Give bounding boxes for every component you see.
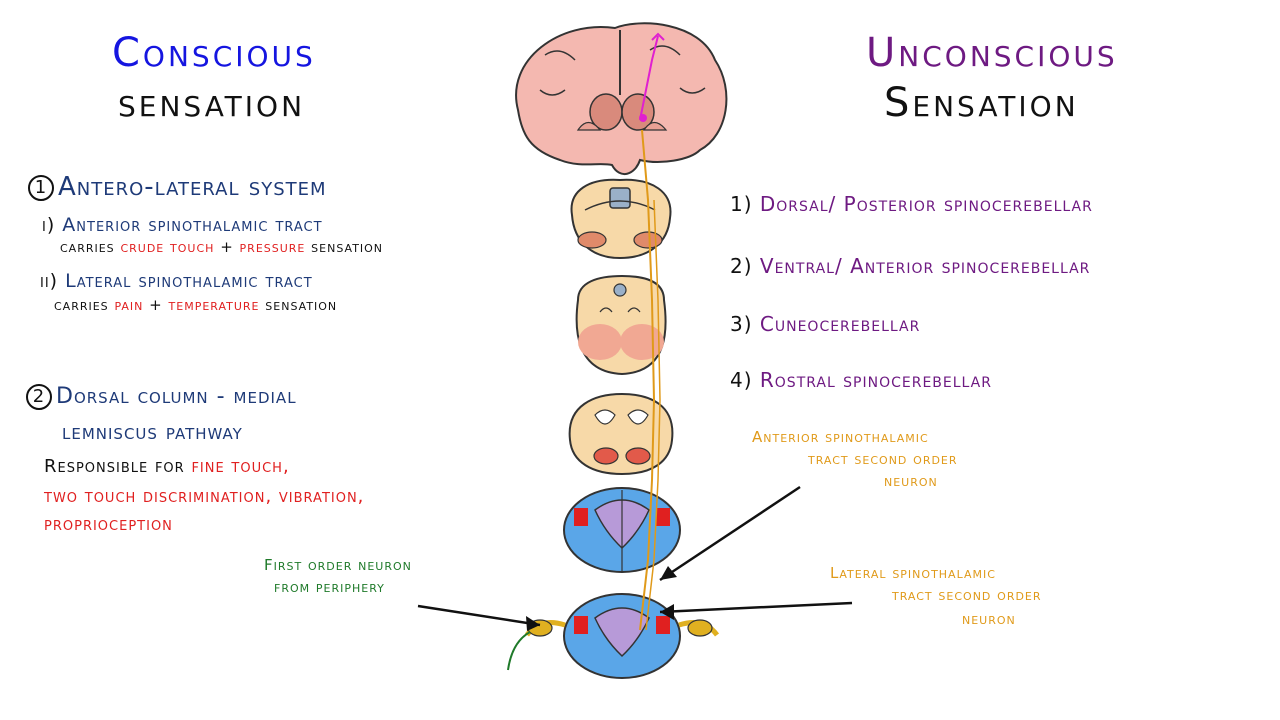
proprioception: proprioception (44, 514, 173, 535)
carries-2: carries (54, 296, 109, 314)
system1-title: Antero-lateral system (58, 172, 327, 202)
item-2-label: Ventral/ Anterior spinocerebellar (759, 254, 1091, 278)
conscious-title: Conscious (112, 30, 316, 76)
lateral-label-line3: neuron (962, 610, 1016, 628)
pain: pain (114, 296, 144, 314)
arrow-anterior-second-order (659, 485, 801, 582)
arrow-lateral-second-order (659, 601, 853, 620)
sensation-1: sensation (311, 238, 384, 256)
tract-ii-prefix: ii) (40, 270, 59, 292)
tract-ii-label: Lateral spinothalamic tract (65, 270, 313, 292)
system2-title-line1: Dorsal column - medial (56, 384, 297, 409)
temperature: temperature (168, 296, 260, 314)
system2-number: 2 (26, 384, 52, 410)
spinal-cord-section-lower (507, 593, 720, 679)
tract-ii-carries: carries pain + temperature sensation (54, 296, 337, 314)
ascending-tract-2 (645, 199, 661, 631)
system2-title-line2: lemniscus pathway (62, 420, 243, 445)
item-1-num: 1) (730, 192, 753, 216)
brain-coronal-section (515, 22, 728, 175)
crude-touch: crude touch (120, 238, 215, 256)
tract-i-label: Anterior spinothalamic tract (62, 214, 323, 236)
item-2-num: 2) (730, 254, 753, 278)
arrow-first-order (417, 604, 541, 631)
plus-1: + (220, 238, 234, 256)
two-touch-discrimination: two touch discrimination, (44, 486, 273, 507)
tract-i-carries: carries crude touch + pressure sensation (60, 238, 383, 256)
conscious-subtitle: sensation (118, 80, 306, 126)
midbrain-section (570, 178, 672, 260)
sensation-2: sensation (265, 296, 338, 314)
item-4-num: 4) (730, 368, 753, 392)
plus-2: + (149, 296, 163, 314)
pressure: pressure (239, 238, 306, 256)
unconscious-item-1: 1) Dorsal/ Posterior spinocerebellar (730, 192, 1093, 216)
carries-1: carries (60, 238, 115, 256)
first-order-label-line1: First order neuron (264, 556, 412, 574)
system2-responsible: Responsible for fine touch, (44, 456, 290, 477)
unconscious-item-4: 4) Rostral spinocerebellar (730, 368, 992, 392)
system2-items: two touch discrimination, vibration, (44, 486, 364, 507)
unconscious-item-2: 2) Ventral/ Anterior spinocerebellar (730, 254, 1090, 278)
unconscious-item-3: 3) Cuneocerebellar (730, 312, 920, 336)
lateral-label-line1: Lateral spinothalamic (830, 564, 996, 582)
responsible-for: Responsible for (44, 456, 185, 477)
item-3-label: Cuneocerebellar (759, 312, 921, 336)
system1-number: 1 (28, 174, 54, 201)
item-1-label: Dorsal/ Posterior spinocerebellar (759, 192, 1093, 216)
ascending-tract (639, 129, 656, 631)
tract-i-prefix: i) (42, 214, 56, 236)
first-order-label-line2: from periphery (274, 578, 385, 596)
vibration: vibration, (278, 486, 365, 507)
item-3-num: 3) (730, 312, 753, 336)
unconscious-subtitle: Sensation (884, 80, 1079, 126)
unconscious-title: Unconscious (866, 30, 1118, 76)
fine-touch: fine touch, (191, 456, 290, 477)
item-4-label: Rostral spinocerebellar (759, 368, 992, 392)
anterior-label-line1: Anterior spinothalamic (752, 428, 929, 446)
anterior-label-line3: neuron (884, 472, 938, 490)
tract-i: i) Anterior spinothalamic tract (42, 214, 323, 236)
medulla-section (568, 392, 674, 476)
tract-ii: ii) Lateral spinothalamic tract (40, 270, 313, 292)
lateral-label-line2: tract second order (892, 586, 1042, 604)
spinal-cord-section-upper (563, 487, 681, 573)
anterior-label-line2: tract second order (808, 450, 958, 468)
